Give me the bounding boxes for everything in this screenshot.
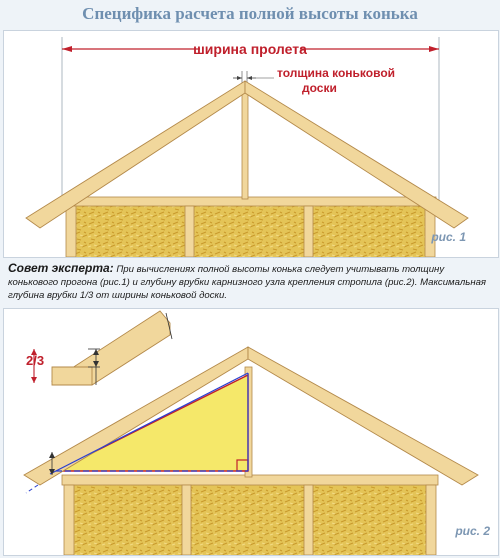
rafter-right [247, 346, 479, 486]
wall-post [184, 205, 195, 257]
wall-post-right [425, 484, 437, 555]
expert-advice: Совет эксперта: При вычислениях полной в… [8, 262, 494, 302]
wall-post [181, 484, 192, 555]
wall-post-left [63, 484, 75, 555]
king-post [241, 92, 249, 200]
span-label: ширина пролета [193, 41, 307, 57]
insulation-panels [64, 481, 434, 555]
advice-lead: Совет эксперта: [8, 261, 114, 275]
insulation-panels [66, 201, 434, 257]
span-label-bg [200, 41, 300, 57]
ridge-board-label-line2: доски [302, 81, 337, 95]
page-title: Специфика расчета полной высоты конька [82, 4, 418, 23]
figure-2-drawing: 2/3 рис. 2 [23, 310, 490, 555]
wall-post [303, 484, 314, 555]
ridge-board-label-line1: толщина коньковой [277, 66, 395, 80]
detail-notch-block [51, 366, 93, 386]
wall-post-left [65, 205, 77, 257]
rafter-right [244, 80, 469, 229]
figure-1-panel: ширина пролета толщина коньковой доски [3, 30, 499, 258]
figure-2-panel: 2/3 рис. 2 [3, 308, 499, 556]
fraction-label: 2/3 [26, 353, 44, 368]
top-plate [65, 196, 437, 207]
figure-1-caption: рис. 1 [430, 230, 466, 244]
advice-text: При вычислениях полной высоты конька сле… [8, 264, 487, 301]
rafter-line [49, 372, 249, 475]
notch-detail [31, 310, 173, 386]
figure-2-caption: рис. 2 [454, 524, 490, 538]
figure-1-drawing: ширина пролета толщина коньковой доски [25, 37, 469, 257]
wall-post [303, 205, 314, 257]
